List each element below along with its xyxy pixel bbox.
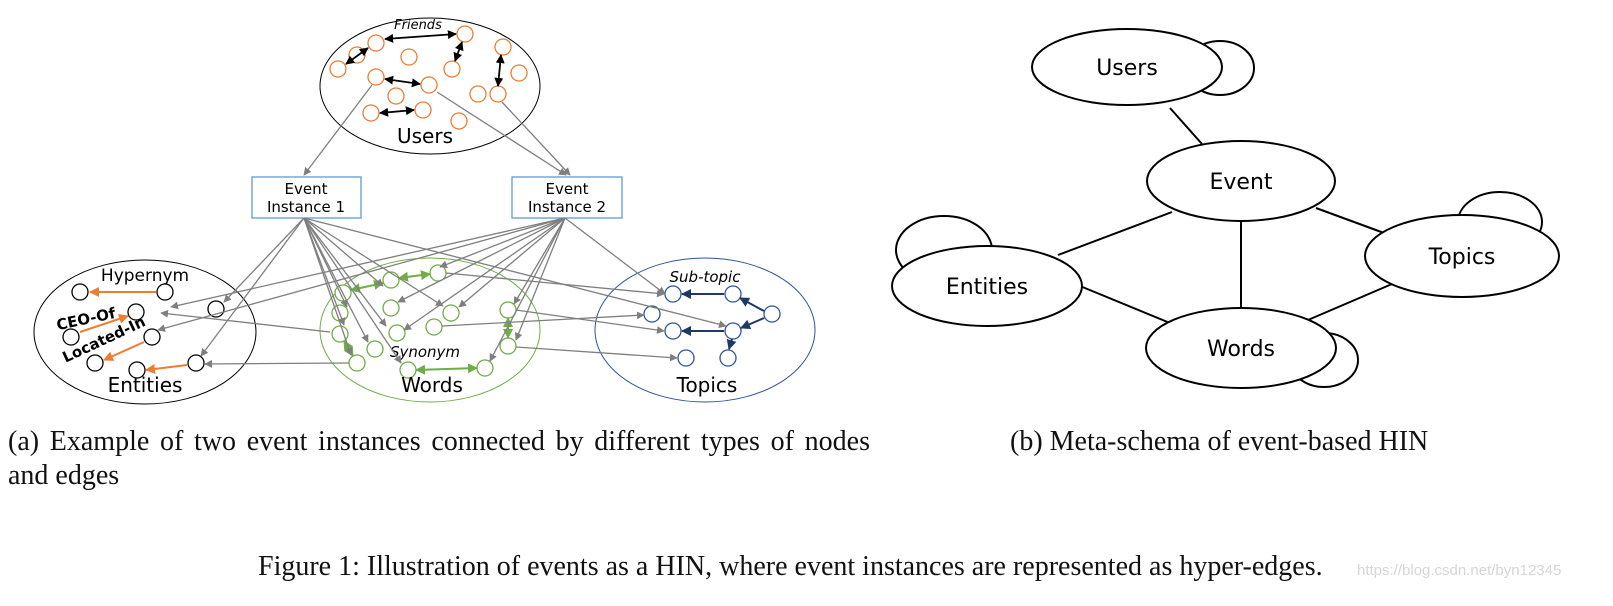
users-node bbox=[1031, 28, 1223, 106]
words-label: Words bbox=[401, 373, 463, 397]
meta-schema-nodes bbox=[891, 28, 1560, 389]
event-instance-2-frame bbox=[511, 176, 623, 219]
entities-group: Hypernym CEO-Of Located-In Entities bbox=[33, 259, 257, 405]
topics-node bbox=[1364, 214, 1560, 298]
panel-b-meta-schema: Users Event Entities Topics Words bbox=[891, 28, 1560, 389]
event-instance-1-line2: Instance 1 bbox=[267, 198, 345, 216]
topics-cluster-ellipse bbox=[594, 257, 816, 403]
user-to-event-edges bbox=[303, 84, 571, 176]
users-label: Users bbox=[397, 124, 453, 148]
cross-cluster-edges bbox=[160, 272, 678, 368]
users-group: Friends Users bbox=[319, 17, 541, 155]
friends-edges bbox=[345, 30, 505, 117]
entities-cluster-ellipse bbox=[33, 259, 257, 405]
panel-a-diagram: Friends Users Event Instance 1 Event Ins… bbox=[33, 17, 816, 405]
event-instance-2-box: Event Instance 2 bbox=[511, 176, 623, 219]
words-group: Synonym Words bbox=[319, 257, 541, 403]
entities-node bbox=[891, 245, 1083, 327]
topics-node-label: Topics bbox=[1428, 245, 1496, 270]
words-node-label: Words bbox=[1207, 337, 1275, 362]
figure-caption: Figure 1: Illustration of events as a HI… bbox=[258, 551, 1323, 582]
topics-group: Sub-topic Topics bbox=[594, 257, 816, 403]
entity-relation-edges bbox=[79, 287, 188, 374]
users-cluster-ellipse bbox=[319, 17, 541, 155]
subtopic-label: Sub-topic bbox=[670, 268, 742, 286]
event-instance-1-line1: Event bbox=[285, 180, 328, 198]
panel-b-caption: (b) Meta-schema of event-based HIN bbox=[1010, 426, 1429, 457]
words-cluster-ellipse bbox=[319, 257, 541, 403]
watermark: https://blog.csdn.net/byn12345 bbox=[1357, 562, 1562, 579]
event-instance-2-hyperedges bbox=[157, 217, 666, 362]
synonym-label: Synonym bbox=[390, 343, 460, 361]
event-node bbox=[1146, 140, 1336, 222]
event-node-label: Event bbox=[1209, 170, 1272, 195]
words-node bbox=[1145, 307, 1337, 389]
entity-nodes bbox=[62, 283, 225, 379]
entities-label: Entities bbox=[108, 373, 183, 397]
entities-node-label: Entities bbox=[946, 275, 1028, 300]
user-nodes bbox=[329, 25, 528, 130]
hypernym-label: Hypernym bbox=[101, 266, 189, 286]
panel-a-caption: (a) Example of two event instances conne… bbox=[8, 426, 870, 491]
friends-label: Friends bbox=[394, 18, 442, 33]
event-instance-2-line1: Event bbox=[546, 180, 589, 198]
users-node-label: Users bbox=[1096, 56, 1158, 81]
meta-schema-edges bbox=[1057, 107, 1393, 324]
topics-label: Topics bbox=[676, 373, 738, 397]
event-instance-2-line2: Instance 2 bbox=[528, 198, 606, 216]
subtopic-edges bbox=[681, 289, 765, 350]
word-nodes bbox=[331, 264, 517, 379]
topic-nodes bbox=[643, 285, 781, 367]
event-instance-1-hyperedges bbox=[200, 217, 727, 364]
event-instance-1-box: Event Instance 1 bbox=[251, 176, 362, 219]
